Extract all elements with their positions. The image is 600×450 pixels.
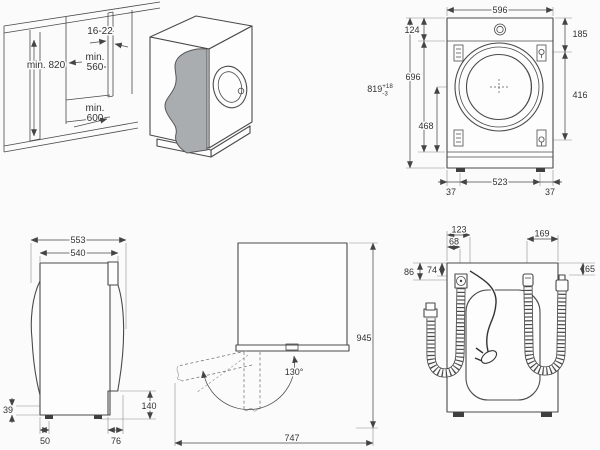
dim-label-min-prefix-560: min. xyxy=(86,52,105,63)
door-open-130-break xyxy=(176,365,183,382)
power-plug xyxy=(480,350,498,364)
dim-label-86: 86 xyxy=(404,267,414,277)
drain-outlet-circle xyxy=(456,276,466,286)
dim-label-76: 76 xyxy=(111,436,121,446)
washer-plan-outline xyxy=(235,242,350,352)
inlet-connector xyxy=(555,279,569,292)
front-foot-right xyxy=(536,168,545,172)
transport-hole xyxy=(494,23,506,36)
dim-label-560: 560 xyxy=(87,62,104,73)
dim-label-468: 468 xyxy=(418,121,433,131)
dim-label-130deg: 130° xyxy=(285,367,304,377)
hose-fittings xyxy=(454,273,534,289)
niche-3d-view: min. 820 16-22 min. 560 min. 600 xyxy=(3,1,253,158)
dim-label-819-tolerance: 819+18-3 xyxy=(367,83,393,98)
dim-label-min-prefix-600: min. xyxy=(86,103,105,114)
rear-foot-left xyxy=(453,412,464,417)
dim-label-min-820: min. 820 xyxy=(27,60,66,71)
dim-label-65: 65 xyxy=(585,264,595,274)
dim-label-945: 945 xyxy=(356,333,371,343)
side-foot-rear xyxy=(45,415,53,419)
dimension-panel-thickness: 16-22 xyxy=(86,25,129,49)
side-foot-front xyxy=(94,415,102,419)
transport-hole-inner xyxy=(496,25,504,34)
inlet-hose xyxy=(523,274,569,376)
dim-label-124: 124 xyxy=(404,25,419,35)
dim-label-16-22: 16-22 xyxy=(87,26,113,37)
dim-label-185: 185 xyxy=(572,29,587,39)
porthole-door-front xyxy=(454,42,544,132)
dim-label-819-minus: -3 xyxy=(382,91,388,98)
front-view-dimensions: 596 819+18-3 124 696 468 185 416 37 523 … xyxy=(366,4,589,199)
dimension-niche-depth: min. 600 xyxy=(73,102,108,128)
dim-label-600: 600 xyxy=(87,113,104,124)
dim-label-123: 123 xyxy=(451,225,466,235)
dim-label-37-right: 37 xyxy=(545,187,555,197)
door-swing-arc xyxy=(201,355,299,410)
rear-view: 123 68 169 86 74 65 xyxy=(402,225,597,417)
rear-foot-right xyxy=(541,412,552,417)
mounting-bracket-top-left xyxy=(453,44,464,62)
dim-label-696: 696 xyxy=(405,72,420,82)
rear-recess-panel xyxy=(465,289,541,401)
plan-view-dimensions: 945 747 xyxy=(174,242,378,446)
mounting-bracket-bottom-right xyxy=(536,129,547,147)
plan-view: 130° 945 747 xyxy=(174,242,378,446)
dim-label-523: 523 xyxy=(492,177,507,187)
dim-label-68: 68 xyxy=(449,237,459,247)
door-open-130-edge2 xyxy=(181,364,253,382)
door-swing: 130° xyxy=(176,350,305,412)
front-foot-left xyxy=(456,168,465,172)
dim-label-74: 74 xyxy=(427,265,437,275)
dim-label-747: 747 xyxy=(284,433,299,443)
power-cable xyxy=(469,269,498,364)
washer-side-outline xyxy=(30,261,125,419)
side-top-frame xyxy=(107,261,119,286)
side-door-bulge xyxy=(107,284,125,415)
door-latch-3d xyxy=(237,87,245,95)
side-view: 553 540 140 39 50 76 xyxy=(1,234,158,448)
furniture-door-panel xyxy=(164,48,208,154)
mounting-bracket-bottom-left xyxy=(453,129,464,147)
dim-label-416: 416 xyxy=(572,90,587,100)
dimension-niche-height: min. 820 xyxy=(25,39,67,137)
drain-outlet-dot xyxy=(459,279,463,283)
dim-label-819-plus: +18 xyxy=(382,83,393,90)
door-open-90-break xyxy=(243,407,261,412)
dim-label-140: 140 xyxy=(141,401,156,411)
dim-label-596: 596 xyxy=(492,5,507,15)
dim-label-553: 553 xyxy=(70,235,85,245)
washer-3d-drawing xyxy=(149,15,253,158)
rear-view-dimensions: 123 68 169 86 74 65 xyxy=(402,225,597,281)
drain-hose xyxy=(423,287,466,378)
dim-label-37-left: 37 xyxy=(446,187,456,197)
dimension-niche-width: min. 560 xyxy=(68,51,107,75)
plug-prongs xyxy=(474,347,484,362)
dim-label-169: 169 xyxy=(534,229,549,239)
plinth-lines xyxy=(447,151,553,158)
dim-label-540: 540 xyxy=(70,248,85,258)
washer-front-outline xyxy=(446,17,554,172)
porthole-door-3d xyxy=(212,65,248,109)
side-view-dimensions: 553 540 140 39 50 76 xyxy=(1,234,158,448)
inlet-elbow-fitting xyxy=(522,273,534,287)
dim-label-819: 819 xyxy=(367,84,382,94)
door-front-band xyxy=(235,344,350,352)
mounting-bracket-top-right xyxy=(536,44,547,62)
drum-center-crosshair xyxy=(490,79,508,95)
dim-label-39: 39 xyxy=(3,405,13,415)
side-rear-bulge xyxy=(30,280,41,396)
front-view: 596 819+18-3 124 696 468 185 416 37 523 … xyxy=(366,4,589,199)
cabinet-niche-drawing xyxy=(3,1,161,153)
drain-hose-end-cap xyxy=(425,302,436,311)
door-handle-plan xyxy=(285,343,299,351)
dim-label-50: 50 xyxy=(40,436,50,446)
